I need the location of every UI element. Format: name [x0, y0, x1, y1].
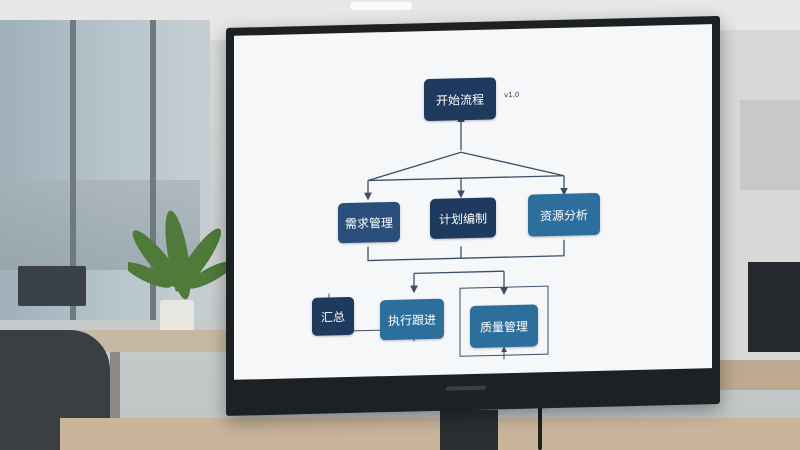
node-label: 资源分析	[539, 207, 588, 223]
window-frame	[70, 20, 76, 320]
background-monitor	[18, 266, 86, 306]
potted-plant-icon	[128, 210, 228, 300]
flow-node-level2[interactable]: 需求管理	[338, 201, 400, 244]
flow-node-level3[interactable]: 执行跟进	[380, 298, 444, 341]
group-frame	[459, 285, 549, 357]
background-monitor-right	[748, 262, 800, 352]
node-label: 质量管理	[479, 319, 528, 335]
monitor-logo	[446, 385, 486, 391]
monitor-cable	[538, 400, 542, 450]
flow-node-level2[interactable]: 资源分析	[528, 192, 600, 237]
node-label: 开始流程	[435, 92, 484, 108]
desk-leg	[110, 352, 120, 432]
window-frame	[150, 20, 156, 320]
node-label: 执行跟进	[387, 312, 436, 328]
background-desk-right	[720, 360, 800, 390]
node-label: 汇总	[320, 309, 345, 325]
node-label: 需求管理	[344, 215, 393, 231]
flow-node-top[interactable]: 开始流程	[424, 77, 496, 122]
connector-line	[414, 270, 504, 275]
wall-panel	[740, 100, 800, 190]
flow-node-level2[interactable]: 计划编制	[430, 197, 496, 240]
flow-node-level3[interactable]: 质量管理	[470, 304, 538, 349]
connector-triangle	[367, 151, 565, 182]
node-tag: v1.0	[504, 90, 520, 100]
ceiling-light	[350, 2, 412, 10]
foreground-desk	[60, 418, 800, 450]
connector-bracket	[367, 239, 565, 262]
monitor-stand	[440, 410, 498, 450]
monitor: 开始流程 v1.0 需求管理 计划编制 资源分析 汇总 执行跟进 质量管理	[226, 15, 720, 416]
monitor-screen: 开始流程 v1.0 需求管理 计划编制 资源分析 汇总 执行跟进 质量管理	[234, 24, 712, 380]
flow-node-level3[interactable]: 汇总	[312, 296, 354, 336]
node-label: 计划编制	[438, 211, 487, 227]
